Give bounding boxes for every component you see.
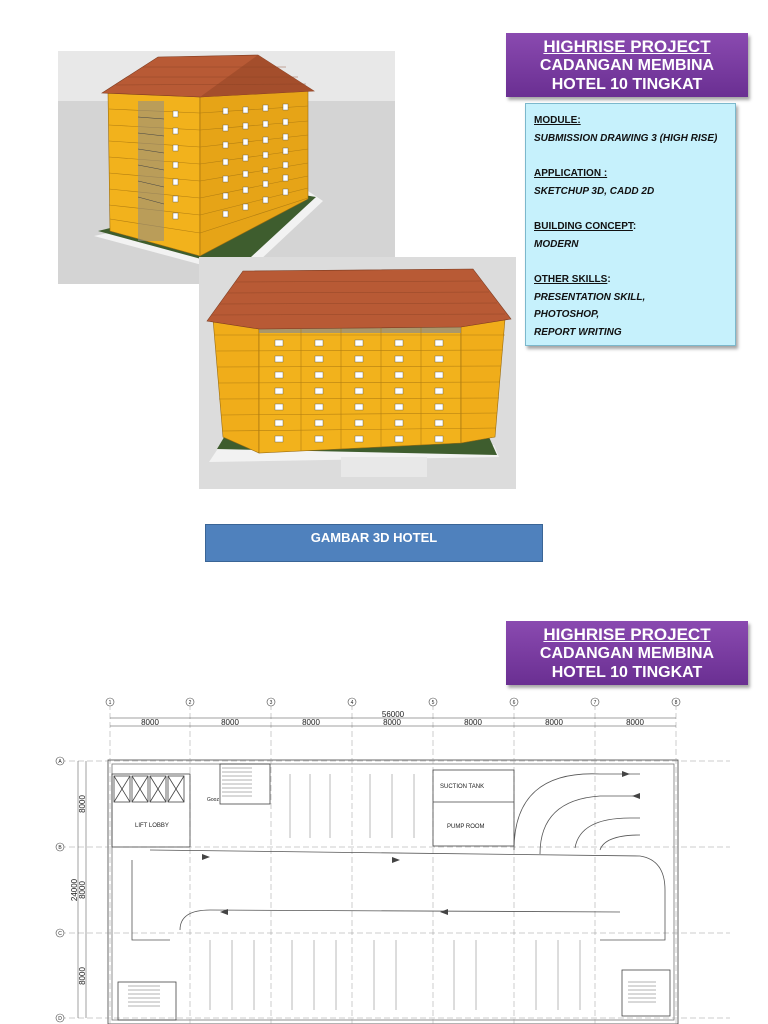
dimension-bay: 8000 [141, 718, 159, 727]
basement-floor-plan: 1 2 3 4 5 6 7 8 A B C D 56000 8000 8000 … [55, 697, 730, 1024]
window [354, 435, 364, 443]
grid-label: B [58, 845, 62, 851]
grid-label: 1 [109, 700, 112, 706]
window [274, 339, 284, 347]
module-label: MODULE: [534, 115, 581, 126]
skills-colon: : [607, 274, 611, 285]
grid-label: 4 [351, 700, 354, 706]
window [394, 355, 404, 363]
window [394, 419, 404, 427]
window [314, 355, 324, 363]
grid-label: D [58, 1016, 62, 1022]
grid-label: A [58, 759, 62, 765]
window [394, 435, 404, 443]
project-title: HIGHRISE PROJECT [543, 37, 711, 56]
window [354, 339, 364, 347]
window [354, 403, 364, 411]
window [274, 355, 284, 363]
hotel-render-front-view [199, 257, 516, 489]
window [394, 403, 404, 411]
window [434, 419, 444, 427]
window [274, 387, 284, 395]
dimension-bay: 8000 [302, 718, 320, 727]
project-title-box: HIGHRISE PROJECT CADANGAN MEMBINA HOTEL … [506, 33, 748, 97]
hotel-render-side-view [58, 51, 395, 284]
grid-label: 7 [594, 700, 597, 706]
project-info-box: MODULE: SUBMISSION DRAWING 3 (HIGH RISE)… [525, 103, 736, 346]
dimension-row: 8000 [78, 881, 87, 899]
grid-label: 8 [675, 700, 678, 706]
concept-value: MODERN [534, 238, 579, 250]
project-subtitle-2: HOTEL 10 TINGKAT [551, 664, 703, 681]
grid-label: 3 [270, 700, 273, 706]
window [394, 371, 404, 379]
window [354, 371, 364, 379]
dimension-row: 8000 [78, 967, 87, 985]
dimension-bay: 8000 [626, 718, 644, 727]
fire-cabinet-label: Gooz [207, 797, 219, 803]
grid-label: 5 [432, 700, 435, 706]
window [314, 419, 324, 427]
window [354, 355, 364, 363]
window [274, 371, 284, 379]
render-caption: GAMBAR 3D HOTEL [205, 524, 543, 562]
dimension-bay: 8000 [221, 718, 239, 727]
module-value: SUBMISSION DRAWING 3 (HIGH RISE) [534, 132, 718, 144]
window [354, 387, 364, 395]
room-label-pump-room: PUMP ROOM [447, 824, 485, 830]
application-value: SKETCHUP 3D, CADD 2D [534, 185, 655, 197]
window [434, 339, 444, 347]
dimension-row: 8000 [78, 795, 87, 813]
dimension-bay: 8000 [383, 718, 401, 727]
project-title-box-2: HIGHRISE PROJECT CADANGAN MEMBINA HOTEL … [506, 621, 748, 685]
project-subtitle-1: CADANGAN MEMBINA [539, 645, 715, 662]
dimension-bay: 8000 [545, 718, 563, 727]
window [394, 339, 404, 347]
window [434, 371, 444, 379]
window [314, 403, 324, 411]
window [274, 435, 284, 443]
window [354, 419, 364, 427]
window [434, 403, 444, 411]
window [314, 339, 324, 347]
room-label-lift-lobby: LIFT LOBBY [135, 823, 169, 829]
skill-item: REPORT WRITING [534, 326, 622, 338]
concept-label: BUILDING CONCEPT [534, 221, 633, 232]
dimension-total-width: 56000 [382, 710, 405, 719]
project-title: HIGHRISE PROJECT [543, 625, 711, 644]
application-label: APPLICATION : [534, 168, 608, 179]
project-subtitle-2: HOTEL 10 TINGKAT [551, 76, 703, 93]
grid-label: 6 [513, 700, 516, 706]
skills-label: OTHER SKILLS [534, 274, 608, 285]
grid-label: 2 [189, 700, 192, 706]
window [434, 435, 444, 443]
window [434, 387, 444, 395]
window [434, 355, 444, 363]
window [394, 387, 404, 395]
dimension-total-depth: 24000 [70, 878, 79, 901]
window [314, 371, 324, 379]
room-label-suction-tank: SUCTION TANK [440, 784, 484, 790]
window [314, 435, 324, 443]
grid-label: C [58, 931, 62, 937]
window [274, 419, 284, 427]
window [274, 403, 284, 411]
dimension-bay: 8000 [464, 718, 482, 727]
skill-item: PRESENTATION SKILL, [534, 291, 646, 303]
skill-item: PHOTOSHOP, [534, 309, 600, 320]
window [314, 387, 324, 395]
concept-colon: : [632, 221, 637, 232]
project-subtitle-1: CADANGAN MEMBINA [539, 57, 715, 74]
